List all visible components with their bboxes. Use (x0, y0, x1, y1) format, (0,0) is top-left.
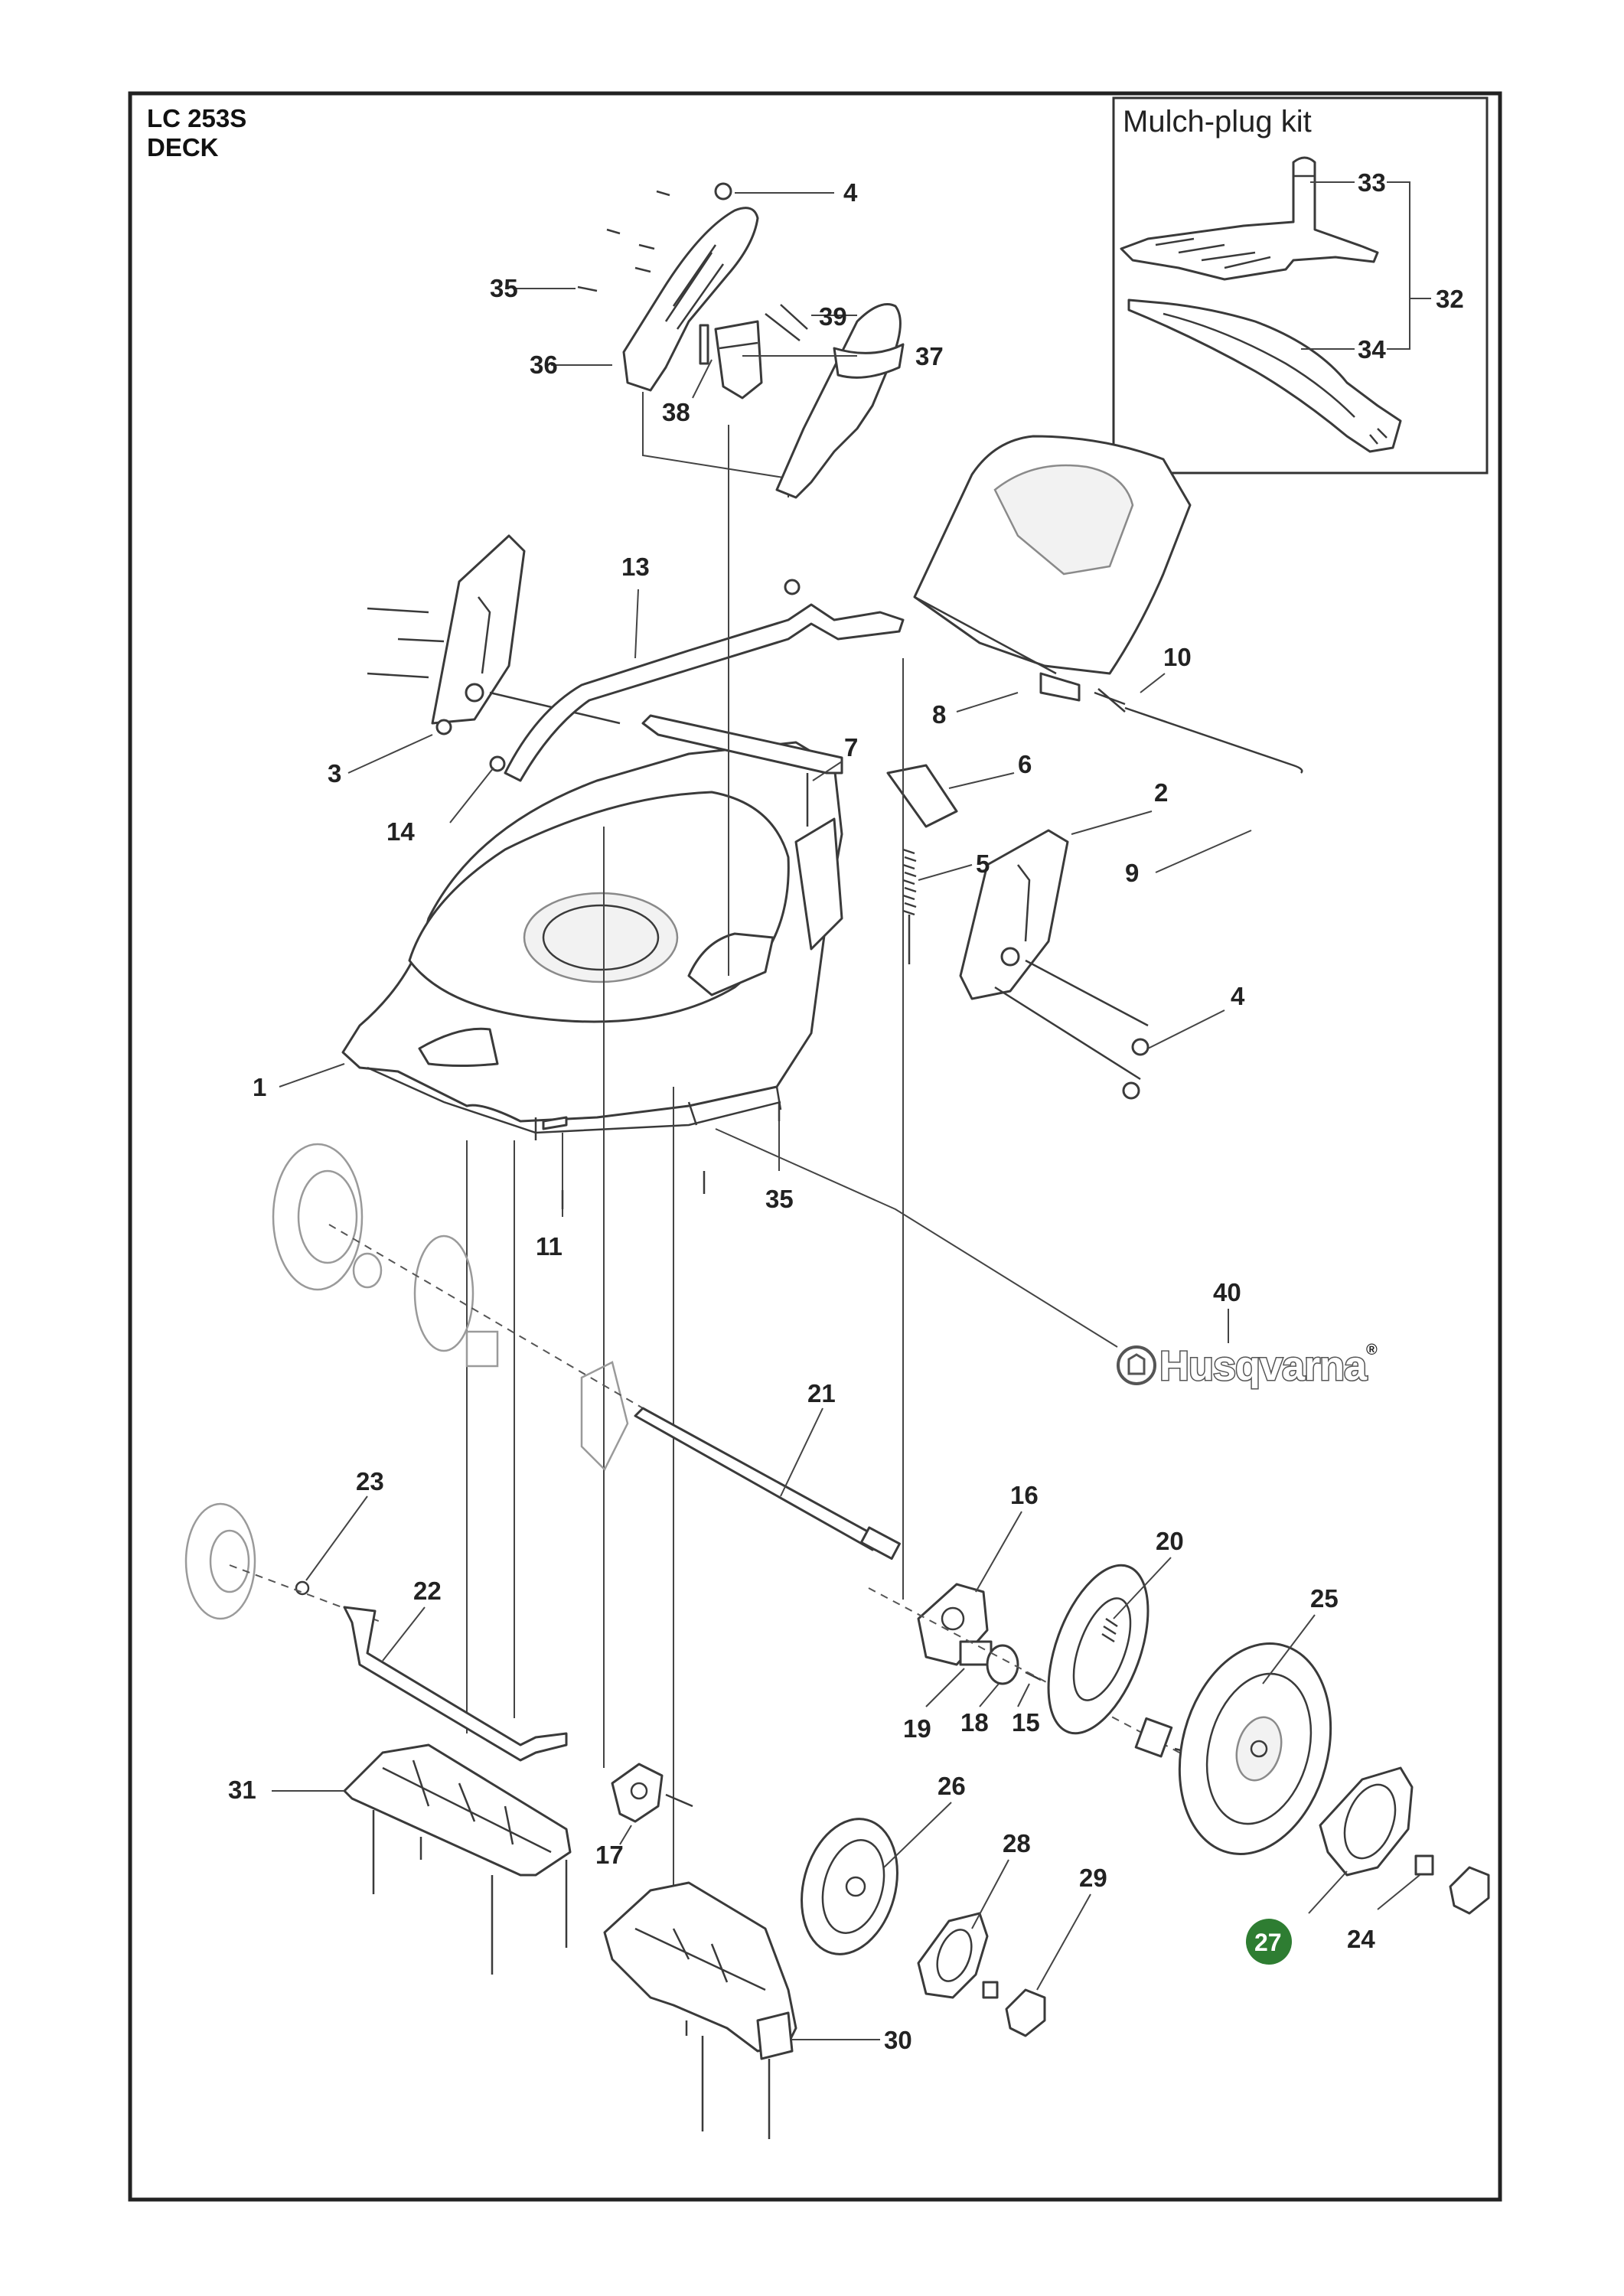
section-title: DECK (147, 133, 219, 161)
callout-18: 18 (960, 1708, 989, 1737)
deck-bottom-fasteners: 11 35 (536, 1102, 794, 1261)
front-hub-nut: 29 (982, 1864, 1107, 2037)
callout-5: 5 (976, 850, 990, 878)
callout-37: 37 (915, 342, 944, 370)
callout-38: 38 (662, 398, 690, 426)
hub-nut-24: 24 (1347, 1854, 1490, 1953)
mulch-plug-kit-title: Mulch-plug kit (1123, 105, 1312, 139)
callout-35-bottom: 35 (765, 1185, 794, 1213)
callout-29: 29 (1079, 1864, 1107, 1892)
callout-28: 28 (1003, 1829, 1031, 1857)
callout-21: 21 (807, 1379, 836, 1407)
handle-bracket-right: 2 4 (959, 778, 1245, 1100)
callout-22: 22 (413, 1577, 442, 1605)
front-hub-cap: 28 (917, 1829, 1031, 1999)
callout-33: 33 (1358, 168, 1386, 197)
axle-bushings: 19 18 15 (868, 1587, 1195, 1761)
mower-deck: 1 (253, 714, 843, 1140)
mulch-plug-part (1120, 156, 1379, 281)
callout-7: 7 (844, 733, 858, 762)
husqvarna-logo-decal: 40 Husqvarna ® (1117, 1278, 1378, 1391)
callout-16: 16 (1010, 1481, 1039, 1509)
rear-axle: 21 (634, 1379, 901, 1561)
handle-bracket-left: 3 (328, 534, 621, 788)
callout-34: 34 (1358, 335, 1386, 364)
callout-11: 11 (536, 1232, 563, 1261)
callout-6: 6 (1018, 750, 1032, 778)
callout-25: 25 (1310, 1584, 1339, 1613)
blade-part (1127, 298, 1402, 453)
rear-flap-assembly: 8 10 9 (913, 435, 1303, 887)
callout-15: 15 (1012, 1708, 1040, 1737)
callout-36: 36 (530, 351, 558, 379)
callout-17: 17 (595, 1841, 624, 1869)
callout-8: 8 (932, 700, 946, 729)
callout-2: 2 (1154, 778, 1168, 807)
assembly-guide-lines (466, 425, 1118, 1898)
rear-wheel-right: 25 (1178, 1584, 1339, 1855)
callout-3: 3 (328, 759, 341, 788)
ghost-rear-wheel-left (272, 1143, 644, 1472)
callout-1: 1 (253, 1073, 266, 1101)
callout-35-top: 35 (490, 274, 518, 302)
callout-26: 26 (938, 1772, 966, 1800)
husqvarna-crown-icon (1117, 1345, 1156, 1385)
height-adjust-handle-assembly: 4 35 39 37 36 38 (490, 178, 944, 499)
callout-10: 10 (1163, 643, 1192, 671)
brand-name: Husqvarna (1159, 1343, 1368, 1389)
callout-19: 19 (903, 1714, 931, 1743)
callout-9: 9 (1125, 859, 1139, 887)
pinion-gear (1134, 1717, 1191, 1758)
callout-40: 40 (1213, 1278, 1241, 1306)
height-adjust-plate: 16 (917, 1481, 1039, 1666)
front-axle: 22 (343, 1577, 568, 1762)
callout-14: 14 (386, 817, 415, 846)
front-wheel-right: 26 (801, 1772, 966, 1955)
callout-13: 13 (621, 553, 650, 581)
callout-39: 39 (819, 302, 847, 331)
highlight-badge-27 (1246, 1919, 1292, 1965)
callout-24: 24 (1347, 1925, 1375, 1953)
diagram-frame (128, 91, 1502, 2202)
callout-31: 31 (228, 1776, 256, 1804)
callout-32: 32 (1436, 285, 1464, 313)
upper-rod-assembly: 13 14 (386, 553, 905, 846)
callout-4-right: 4 (1231, 982, 1245, 1010)
model-title: LC 253S (147, 104, 246, 132)
deck-spring-parts: 5 6 7 (806, 733, 1032, 964)
callout-27: 27 (1254, 1929, 1282, 1956)
hub-cap-27: 27 (1246, 1766, 1414, 1965)
mulch-plug-kit-inset: Mulch-plug kit 33 34 32 (1112, 96, 1489, 475)
rear-cover: 30 (603, 1881, 912, 2139)
callout-30: 30 (884, 2026, 912, 2054)
callout-4-top: 4 (843, 178, 858, 207)
callout-20: 20 (1156, 1527, 1184, 1555)
brand-registered-mark: ® (1366, 1342, 1378, 1358)
gear-cover: 20 (1047, 1527, 1184, 1735)
front-wheel-ghost-left: 23 (184, 1467, 384, 1623)
front-wheel-bracket: 17 (595, 1763, 693, 1869)
callout-23: 23 (356, 1467, 384, 1495)
front-cover: 31 (228, 1743, 572, 1975)
